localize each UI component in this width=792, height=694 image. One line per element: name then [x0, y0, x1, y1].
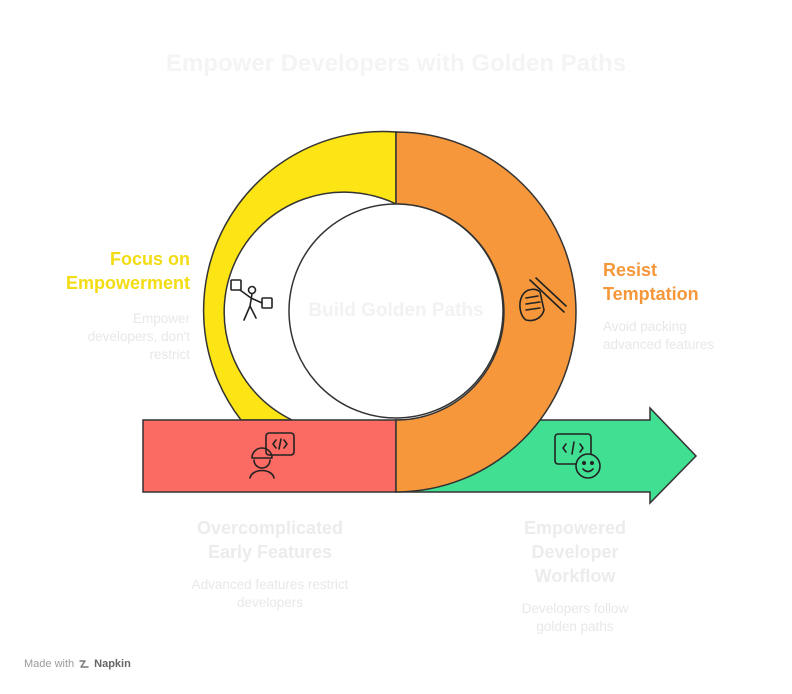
overcomplicated-heading: Overcomplicated Early Features — [196, 518, 344, 562]
overcomplicated-description: Advanced features restrict developers — [191, 577, 349, 610]
focus-heading: Focus on Empowerment — [65, 249, 190, 293]
ring-inner-circle — [288, 203, 504, 419]
napkin-brand: Napkin — [94, 658, 131, 670]
napkin-logo-icon — [79, 660, 89, 668]
center-label: Build Golden Paths — [308, 300, 484, 321]
made-with-footer[interactable]: Made with Napkin — [24, 658, 131, 670]
empowered-description: Developers follow golden paths — [521, 601, 629, 634]
focus-description: Empower developers, don't restrict — [87, 311, 190, 362]
developer-juggling-icon — [230, 279, 273, 321]
hand-gripping-stick-icon — [519, 277, 567, 322]
made-with-label: Made with — [24, 658, 75, 670]
happy-code-icon — [554, 433, 601, 479]
segment-overcomplicated-bar — [142, 419, 397, 493]
developer-helmet-code-icon — [249, 432, 295, 479]
diagram-title: Empower Developers with Golden Paths — [165, 50, 627, 77]
segment-focus-ring — [202, 130, 397, 421]
empowered-heading: Empowered Developer Workflow — [523, 518, 627, 586]
resist-description: Avoid packing advanced features — [603, 319, 715, 352]
resist-heading: Resist Temptation — [603, 260, 699, 304]
